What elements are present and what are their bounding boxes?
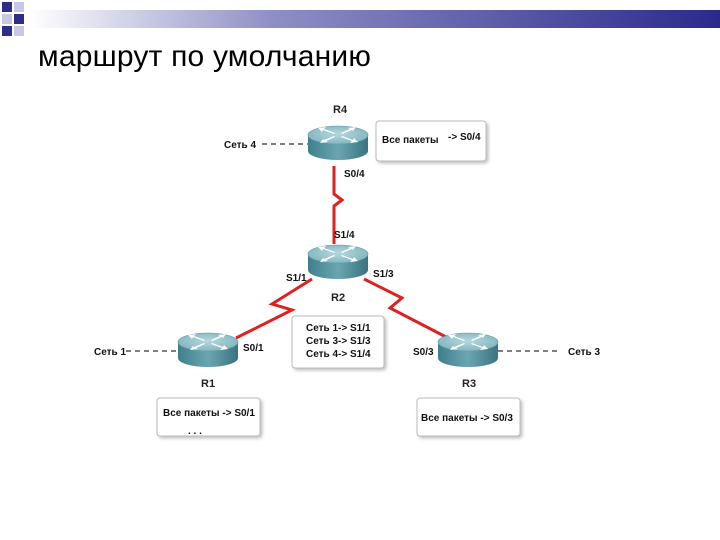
router-r3[interactable] <box>437 332 499 368</box>
header-square <box>14 26 24 36</box>
route-table-r3-line: Все пакеты -> S0/3 <box>421 413 513 424</box>
header-square <box>2 14 12 24</box>
route-table-r4-dest: Все пакеты <box>382 135 439 146</box>
route-table-r1-line: Все пакеты -> S0/1 <box>163 408 255 419</box>
interface-label-r3-s0-3: S0/3 <box>413 347 434 358</box>
header-square <box>2 26 12 36</box>
router-label-r4: R4 <box>333 104 348 116</box>
route-table-r2: Сеть 1-> S1/1 Сеть 3-> S1/3 Сеть 4-> S1/… <box>291 315 385 369</box>
header-square <box>2 2 12 12</box>
route-table-r4-hop: -> S0/4 <box>448 132 481 143</box>
interface-label-r2-s1-4: S1/4 <box>334 230 355 241</box>
route-table-r4: Все пакеты -> S0/4 <box>375 120 487 162</box>
router-r4[interactable] <box>307 125 369 161</box>
header-square <box>14 14 24 24</box>
router-r1[interactable] <box>177 332 239 368</box>
interface-label-r2-s1-3: S1/3 <box>373 269 394 280</box>
route-table-r2-entry: Сеть 3-> S1/3 <box>306 336 371 347</box>
serial-link-r4-r2 <box>332 166 345 244</box>
route-table-r2-entry: Сеть 1-> S1/1 <box>306 323 371 334</box>
router-label-r2: R2 <box>331 292 345 304</box>
route-table-r2-entry: Сеть 4-> S1/4 <box>306 349 371 360</box>
interface-label-r1-s0-1: S0/1 <box>243 343 264 354</box>
page-title: маршрут по умолчанию <box>38 40 372 73</box>
header-decoration <box>2 2 720 36</box>
interface-label-r4-s0-4: S0/4 <box>344 169 365 180</box>
route-table-r3: Все пакеты -> S0/3 <box>416 397 521 437</box>
header-square <box>14 2 24 12</box>
serial-link-r2-r1 <box>235 277 313 340</box>
header-gradient-bar <box>30 10 720 28</box>
network-label-net4: Сеть 4 <box>224 140 256 151</box>
network-label-net1: Сеть 1 <box>94 347 126 358</box>
route-table-r1: Все пакеты -> S0/1 . . . <box>156 397 261 437</box>
router-label-r1: R1 <box>201 378 215 390</box>
route-table-r1-dots: . . . <box>188 426 202 437</box>
router-r2[interactable] <box>307 244 369 280</box>
router-label-r3: R3 <box>462 378 476 390</box>
network-label-net3: Сеть 3 <box>568 347 600 358</box>
interface-label-r2-s1-1: S1/1 <box>286 273 307 284</box>
serial-link-r2-r3 <box>363 277 449 340</box>
